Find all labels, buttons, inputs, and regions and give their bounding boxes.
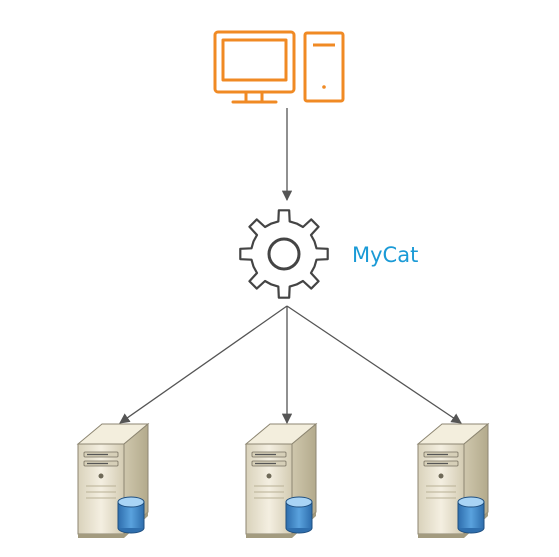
mycat-label: MyCat xyxy=(352,243,418,267)
arrow-mycat-to-db-3 xyxy=(286,305,462,424)
gear-icon xyxy=(239,209,329,299)
database-server-icon-3 xyxy=(417,423,489,539)
arrow-mycat-to-db-1 xyxy=(119,305,288,424)
desktop-computer-icon xyxy=(213,30,345,104)
database-server-icon-1 xyxy=(77,423,149,539)
database-server-icon-2 xyxy=(245,423,317,539)
